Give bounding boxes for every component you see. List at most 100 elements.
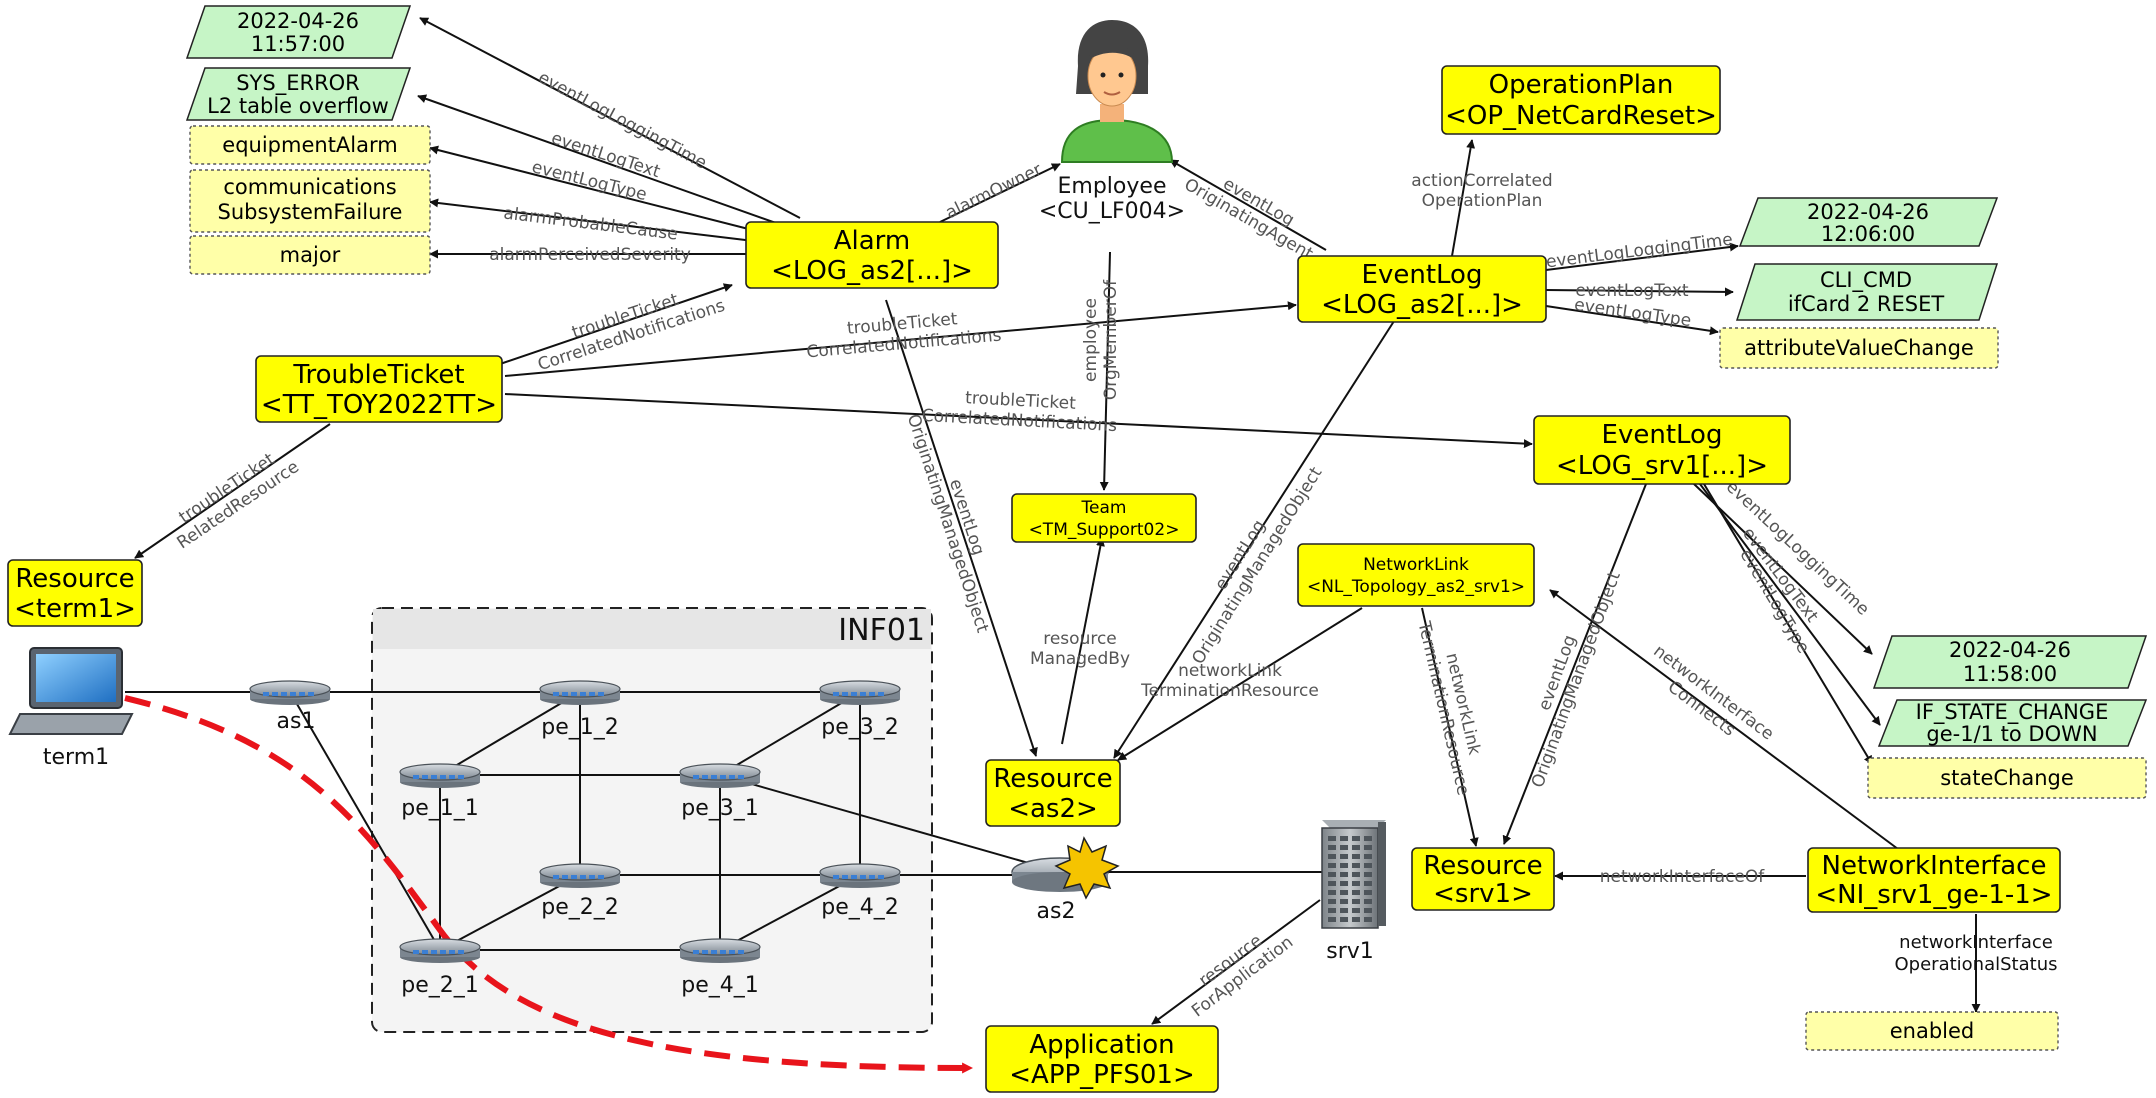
router-pe-2-1[interactable] bbox=[399, 938, 481, 963]
svg-text:11:57:00: 11:57:00 bbox=[251, 32, 345, 56]
svg-text:major: major bbox=[280, 243, 341, 267]
svg-text:<term1>: <term1> bbox=[14, 594, 136, 624]
svg-text:Application: Application bbox=[1029, 1030, 1174, 1060]
svg-text:<TT_TOY2022TT>: <TT_TOY2022TT> bbox=[261, 390, 497, 420]
svg-text:enabled: enabled bbox=[1890, 1019, 1975, 1043]
svg-text:<NI_srv1_ge-1-1>: <NI_srv1_ge-1-1> bbox=[1815, 880, 2052, 910]
svg-text:NetworkLink: NetworkLink bbox=[1363, 555, 1469, 575]
svg-text:networkLink: networkLink bbox=[1178, 661, 1282, 681]
value-eventlog-as2-text: CLI_CMD ifCard 2 RESET bbox=[1735, 263, 1999, 321]
edge-label-el-as2-log-text: eventLogText bbox=[1575, 281, 1688, 301]
edge-label-ni-status: networkInterface OperationalStatus bbox=[1895, 932, 2058, 975]
entity-network-link[interactable]: NetworkLink <NL_Topology_as2_srv1> bbox=[1297, 543, 1535, 607]
svg-text:<LOG_srv1[...]>: <LOG_srv1[...]> bbox=[1556, 451, 1768, 481]
router-as2[interactable] bbox=[1011, 836, 1120, 900]
svg-text:<srv1>: <srv1> bbox=[1433, 879, 1533, 909]
value-eventlog-as2-type: attributeValueChange bbox=[1719, 327, 1999, 369]
svg-text:ifCard 2 RESET: ifCard 2 RESET bbox=[1788, 292, 1945, 316]
entity-resource-term1[interactable]: Resource <term1> bbox=[7, 559, 143, 627]
device-label-as2: as2 bbox=[1037, 899, 1076, 924]
svg-text:OrgMemberOf: OrgMemberOf bbox=[1101, 279, 1121, 400]
entity-resource-srv1[interactable]: Resource <srv1> bbox=[1411, 847, 1555, 911]
svg-text:equipmentAlarm: equipmentAlarm bbox=[222, 133, 397, 157]
edge-label-resource-for-app: resource ForApplication bbox=[1188, 931, 1297, 1022]
svg-text:L2 table overflow: L2 table overflow bbox=[207, 94, 389, 118]
device-label-pe-1-1: pe_1_1 bbox=[401, 796, 479, 821]
network-links bbox=[125, 691, 1340, 951]
relation-edges bbox=[134, 17, 1981, 1025]
svg-text:11:58:00: 11:58:00 bbox=[1963, 662, 2057, 686]
svg-text:communications: communications bbox=[223, 175, 396, 199]
device-label-pe-4-1: pe_4_1 bbox=[681, 973, 759, 998]
edge-label-ni-of: networkInterfaceOf bbox=[1600, 867, 1766, 887]
router-pe-3-1[interactable] bbox=[679, 763, 761, 788]
edge-label-alarm-perceived-severity: alarmPerceivedSeverity bbox=[489, 245, 691, 265]
svg-text:TroubleTicket: TroubleTicket bbox=[292, 360, 464, 390]
entity-trouble-ticket[interactable]: TroubleTicket <TT_TOY2022TT> bbox=[255, 355, 503, 423]
svg-text:OperationalStatus: OperationalStatus bbox=[1895, 954, 2058, 975]
entity-team[interactable]: Team <TM_Support02> bbox=[1011, 493, 1197, 543]
router-pe-1-1[interactable] bbox=[399, 763, 481, 788]
entity-eventlog-as2[interactable]: EventLog <LOG_as2[...]> bbox=[1297, 255, 1547, 323]
edge-label-tt-to-alarm: troubleTicket CorrelatedNotifications bbox=[535, 290, 727, 375]
entity-network-interface[interactable]: NetworkInterface <NI_srv1_ge-1-1> bbox=[1807, 847, 2061, 913]
edge-label-alarm-owner: alarmOwner bbox=[943, 160, 1046, 224]
employee-avatar-icon[interactable] bbox=[1060, 20, 1174, 163]
edge-label-employee-team: employee OrgMemberOf bbox=[1081, 279, 1121, 400]
edge-label-resource-managed-by: resource ManagedBy bbox=[1030, 629, 1130, 669]
laptop-icon[interactable] bbox=[8, 647, 134, 735]
svg-text:employee: employee bbox=[1081, 298, 1101, 382]
edge-label-alarm-probable-cause: alarmProbableCause bbox=[502, 203, 678, 244]
device-label-pe-2-2: pe_2_2 bbox=[541, 895, 619, 920]
svg-text:attributeValueChange: attributeValueChange bbox=[1744, 336, 1974, 360]
entity-application[interactable]: Application <APP_PFS01> bbox=[985, 1025, 1219, 1093]
svg-text:ManagedBy: ManagedBy bbox=[1030, 649, 1130, 669]
svg-text:CLI_CMD: CLI_CMD bbox=[1820, 268, 1912, 293]
edge-label-nl-termination-srv1: networkLink TerminationResource bbox=[1413, 619, 1484, 798]
alert-star-icon bbox=[1054, 836, 1120, 900]
router-pe-4-2[interactable] bbox=[819, 863, 901, 888]
router-pe-1-2[interactable] bbox=[539, 680, 621, 705]
svg-text:CorrelatedNotifications: CorrelatedNotifications bbox=[921, 406, 1117, 436]
device-label-pe-4-2: pe_4_2 bbox=[821, 895, 899, 920]
svg-text:TerminationResource: TerminationResource bbox=[1140, 681, 1319, 701]
svg-text:2022-04-26: 2022-04-26 bbox=[1949, 638, 2071, 662]
value-ni-status: enabled bbox=[1805, 1011, 2059, 1051]
svg-text:2022-04-26: 2022-04-26 bbox=[1807, 200, 1929, 224]
router-as1[interactable] bbox=[249, 680, 331, 705]
svg-text:SYS_ERROR: SYS_ERROR bbox=[236, 71, 360, 96]
highlighted-path bbox=[124, 695, 974, 1074]
router-pe-2-2[interactable] bbox=[539, 863, 621, 888]
edge-label-action-correlated: actionCorrelated OperationPlan bbox=[1411, 171, 1552, 211]
router-pe-3-2[interactable] bbox=[819, 680, 901, 705]
svg-text:12:06:00: 12:06:00 bbox=[1821, 222, 1915, 246]
svg-text:EventLog: EventLog bbox=[1362, 260, 1483, 290]
edge-label-el-as2-logging-time: eventLogLoggingTime bbox=[1545, 230, 1734, 273]
value-alarm-cause: communications SubsystemFailure bbox=[189, 169, 431, 233]
entity-eventlog-srv1[interactable]: EventLog <LOG_srv1[...]> bbox=[1533, 415, 1791, 485]
entity-operation-plan[interactable]: OperationPlan <OP_NetCardReset> bbox=[1441, 65, 1721, 135]
device-label-pe-1-2: pe_1_2 bbox=[541, 715, 619, 740]
svg-text:Alarm: Alarm bbox=[834, 226, 911, 256]
employee-label-line2: <CU_LF004> bbox=[1039, 199, 1185, 224]
svg-text:<OP_NetCardReset>: <OP_NetCardReset> bbox=[1445, 101, 1717, 131]
value-eventlog-srv1-text: IF_STATE_CHANGE ge-1/1 to DOWN bbox=[1877, 699, 2148, 747]
svg-text:Resource: Resource bbox=[15, 564, 134, 594]
svg-text:<NL_Topology_as2_srv1>: <NL_Topology_as2_srv1> bbox=[1307, 577, 1525, 597]
value-alarm-text: SYS_ERROR L2 table overflow bbox=[185, 67, 412, 121]
svg-text:OperationPlan: OperationPlan bbox=[1422, 191, 1543, 211]
svg-text:OriginatingManagedObject: OriginatingManagedObject bbox=[1528, 569, 1625, 791]
entity-resource-as2[interactable]: Resource <as2> bbox=[985, 759, 1121, 827]
server-icon[interactable] bbox=[1321, 820, 1386, 929]
svg-text:SubsystemFailure: SubsystemFailure bbox=[218, 200, 403, 224]
svg-text:<LOG_as2[...]>: <LOG_as2[...]> bbox=[1321, 290, 1523, 320]
edge-label-nl-termination-as2: networkLink TerminationResource bbox=[1140, 661, 1319, 701]
router-pe-4-1[interactable] bbox=[679, 938, 761, 963]
entity-alarm[interactable]: Alarm <LOG_as2[...]> bbox=[745, 221, 999, 289]
edge-label-originating-agent: eventLog OriginatingAgent bbox=[1181, 174, 1317, 265]
svg-text:stateChange: stateChange bbox=[1940, 766, 2074, 790]
device-label-pe-3-1: pe_3_1 bbox=[681, 796, 759, 821]
svg-text:IF_STATE_CHANGE: IF_STATE_CHANGE bbox=[1916, 700, 2109, 725]
